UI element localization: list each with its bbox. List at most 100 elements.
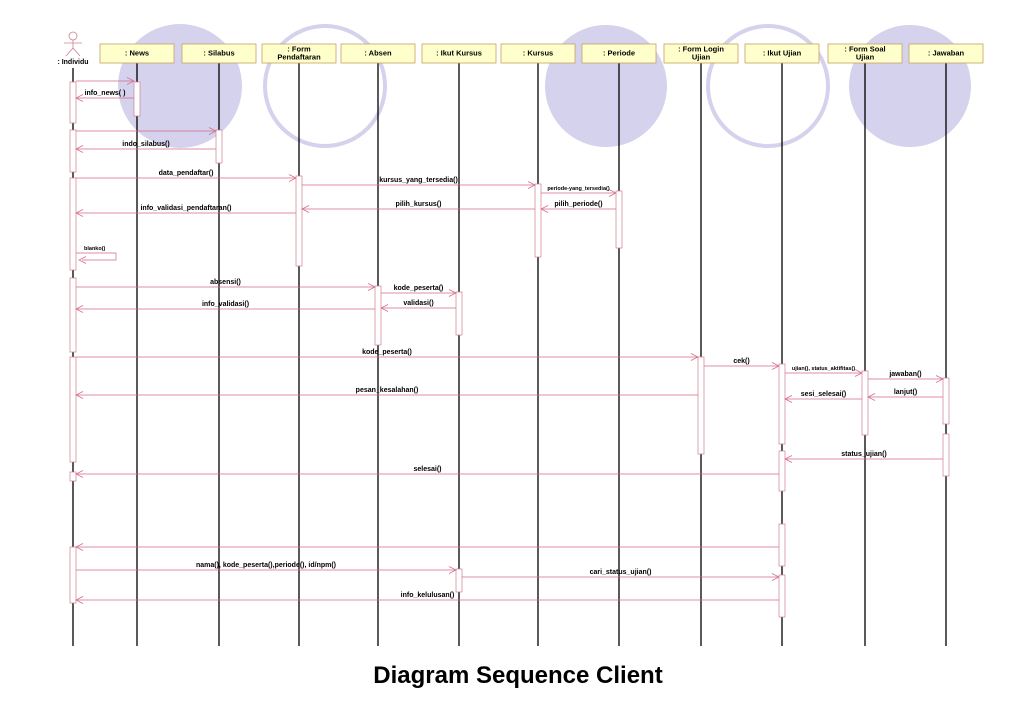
- message: absensi(): [76, 279, 376, 291]
- arrowhead: [608, 189, 617, 197]
- message-label: kode_peserta(): [394, 285, 444, 292]
- arrowhead: [75, 596, 84, 604]
- object-name: : Ikut Kursus: [436, 49, 482, 58]
- message: periode-yang_tersedia(): [541, 186, 617, 197]
- message-label: status_ujian(): [841, 451, 887, 458]
- arrowhead: [448, 566, 457, 574]
- object-name: : Ikut Ujian: [763, 49, 802, 58]
- message-label: info_validasi_pendaftaran(): [140, 205, 231, 212]
- message: pilih_kursus(): [301, 201, 535, 213]
- message-label: indo_silabus(): [122, 141, 169, 148]
- message: cek(): [704, 358, 780, 370]
- arrowhead: [540, 205, 549, 213]
- object-box: [744, 43, 820, 64]
- arrowhead: [75, 305, 84, 313]
- message-label: info_kelulusan(): [401, 592, 455, 599]
- message-label: info_news( ): [85, 90, 126, 97]
- activation-individu: [69, 277, 77, 353]
- message-label: absensi(): [210, 279, 241, 286]
- activation-ikut-kursus: [455, 568, 463, 593]
- message: info_validasi(): [75, 301, 375, 313]
- activation-individu: [69, 546, 77, 604]
- arrowhead: [935, 375, 944, 383]
- message: [76, 77, 135, 85]
- message: kursus_yang_tersedia(): [302, 177, 536, 189]
- arrowhead: [867, 393, 876, 401]
- object-name: : Form Soal: [844, 45, 885, 54]
- object-name: Ujian: [856, 53, 875, 62]
- message-label: kursus_yang_tersedia(): [379, 177, 458, 184]
- arrowhead: [75, 209, 84, 217]
- arrowhead: [75, 145, 84, 153]
- message-label: selesai(): [413, 466, 441, 473]
- object-silabus: : Silabus: [181, 43, 257, 64]
- activation-bars: [69, 81, 950, 618]
- message-label: ujian(), status_aktifitas(): [792, 366, 855, 372]
- message-label: kode_peserta(): [362, 349, 412, 356]
- message: selesai(): [75, 466, 779, 478]
- message: status_ujian(): [784, 451, 943, 463]
- activation-individu: [69, 177, 77, 271]
- object-box: [181, 43, 257, 64]
- message-label: sesi_selesai(): [801, 391, 847, 398]
- lifelines: [72, 63, 947, 646]
- message-line: [76, 252, 117, 261]
- object-name: : Periode: [603, 49, 635, 58]
- arrowhead: [854, 369, 863, 377]
- object-periode: : Periode: [581, 43, 657, 64]
- activation-jawaban: [942, 433, 950, 477]
- message: nama(), kode_peserta(),periode(), id/npm…: [76, 562, 457, 574]
- activation-news: [133, 81, 141, 117]
- object-box: [421, 43, 497, 64]
- activation-ikut-kursus: [455, 291, 463, 336]
- arrowhead: [75, 470, 84, 478]
- arrowhead: [288, 174, 297, 182]
- message-label: blanko(): [84, 246, 106, 252]
- object-name: : News: [125, 49, 149, 58]
- object-kursus: : Kursus: [500, 43, 576, 64]
- object-name: : Form Login: [678, 45, 724, 54]
- object-box: [581, 43, 657, 64]
- decor-circle-ring: [706, 24, 830, 148]
- arrowhead: [126, 77, 135, 85]
- message-label: lanjut(): [894, 389, 917, 396]
- message-label: pilih_periode(): [554, 201, 602, 208]
- decor-circle-filled: [545, 25, 667, 147]
- activation-individu: [69, 129, 77, 173]
- object-news: : News: [99, 43, 175, 64]
- actor-individu: : Individu: [57, 31, 89, 66]
- message: info_validasi_pendaftaran(): [75, 205, 296, 217]
- message: jawaban(): [868, 371, 944, 383]
- activation-individu: [69, 81, 77, 124]
- object-box: [99, 43, 175, 64]
- activation-individu: [69, 356, 77, 463]
- background-decoration: [118, 24, 971, 148]
- object-name: : Silabus: [203, 49, 234, 58]
- arrowhead: [690, 353, 699, 361]
- message: [75, 543, 779, 551]
- object-name: : Absen: [364, 49, 392, 58]
- actor-name: : Individu: [57, 59, 88, 66]
- activation-jawaban: [942, 377, 950, 425]
- message-label: pesan_kesalahan(): [356, 387, 419, 394]
- activation-individu: [69, 471, 77, 482]
- activation-form-pendaftaran: [295, 175, 303, 267]
- arrowhead: [78, 256, 87, 264]
- arrowhead: [784, 395, 793, 403]
- object-name: : Kursus: [523, 49, 553, 58]
- message: sesi_selesai(): [784, 391, 862, 403]
- object-name: Ujian: [692, 53, 711, 62]
- object-box: [827, 43, 903, 64]
- arrowhead: [771, 362, 780, 370]
- message-label: cek(): [733, 358, 749, 365]
- arrowhead: [448, 289, 457, 297]
- arrowhead: [367, 283, 376, 291]
- diagram-title: Diagram Sequence Client: [373, 662, 662, 689]
- arrowhead: [75, 391, 84, 399]
- message: info_news( ): [75, 90, 134, 102]
- object-ikut-kursus: : Ikut Kursus: [421, 43, 497, 64]
- message: data_pendaftar(): [76, 170, 297, 182]
- activation-form-soal-ujian: [861, 370, 869, 436]
